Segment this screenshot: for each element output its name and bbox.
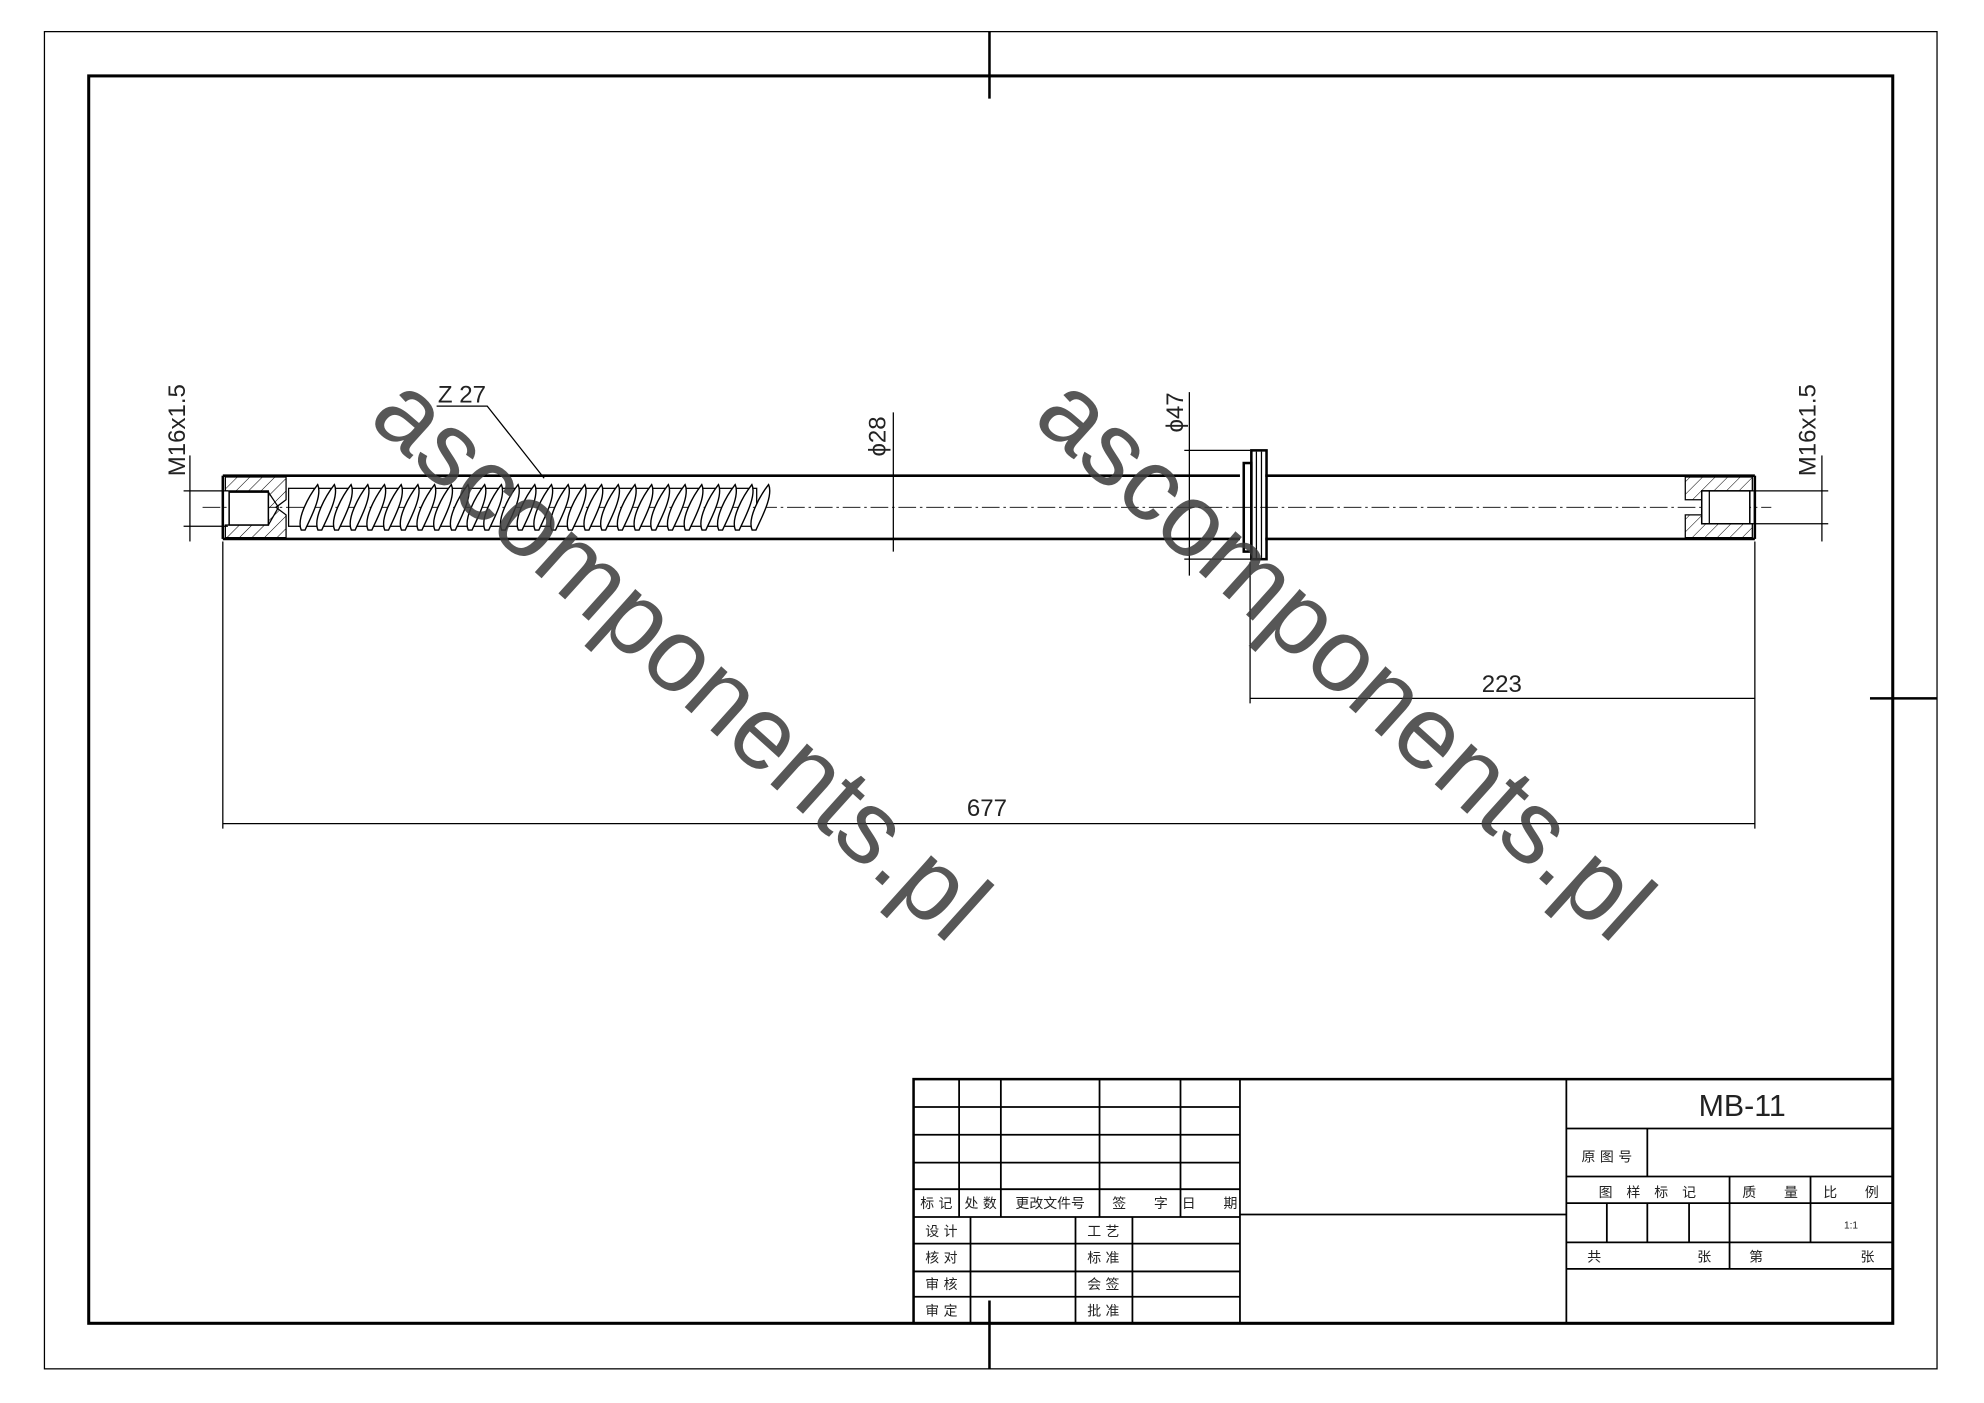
thread-tooth [549, 483, 571, 531]
header-mark: 标 记 [920, 1196, 952, 1212]
left-threaded-bore [224, 476, 287, 539]
thread-tooth [433, 483, 454, 531]
total-sheets-label: 共 [1587, 1249, 1601, 1265]
thread-tooth [750, 483, 771, 531]
role-design: 设 计 [925, 1224, 957, 1240]
thread-tooth [499, 483, 520, 531]
scale-header: 比 例 [1823, 1185, 1879, 1201]
thread-tooth [633, 483, 654, 531]
role-approve: 审 定 [925, 1304, 957, 1320]
dim-thread-left: M16x1.5 [164, 384, 191, 476]
thread-tooth [683, 483, 704, 531]
thread-tooth [666, 483, 687, 531]
flange [1242, 449, 1268, 561]
mass-header: 质 量 [1742, 1185, 1798, 1201]
thread-tooth [700, 483, 721, 531]
scale-value: 1:1 [1844, 1220, 1858, 1231]
dimensions [183, 392, 1829, 829]
dim-thread-right: M16x1.5 [1795, 384, 1822, 476]
outer-border [43, 30, 1938, 1370]
dim-diameter-shaft: ϕ28 [865, 416, 892, 456]
watermark: ascomponents.pl [352, 351, 1012, 962]
sheet-no-label: 第 [1749, 1248, 1763, 1265]
thread-tooth [349, 483, 370, 531]
original-drawing-no-label: 原 图 号 [1582, 1149, 1633, 1165]
thread-tooth [533, 483, 554, 531]
header-date: 日 期 [1182, 1196, 1238, 1212]
inner-frame [87, 74, 1895, 1325]
thread-tooth [716, 483, 737, 531]
thread-tooth [650, 483, 671, 531]
role-countersign: 会 签 [1087, 1276, 1119, 1293]
thread-tooth [316, 483, 337, 531]
header-signature: 签 字 [1112, 1195, 1168, 1212]
worm-label: Z 27 [438, 381, 486, 408]
thread-tooth [616, 483, 637, 531]
dim-diameter-flange: ϕ47 [1162, 392, 1189, 432]
thread-tooth [583, 483, 604, 531]
thread-tooth [382, 483, 404, 531]
thread-tooth [399, 483, 420, 531]
thread-tooth [332, 483, 353, 531]
thread-tooth [466, 483, 487, 531]
thread-tooth [733, 483, 754, 531]
thread-tooth [299, 483, 320, 531]
centering-marks [988, 31, 1938, 1369]
role-process: 工 艺 [1087, 1224, 1119, 1240]
sheets-label: 张 [1697, 1249, 1711, 1265]
thread-tooth [516, 483, 537, 531]
role-check: 核 对 [925, 1251, 957, 1267]
pattern-mark-header: 图 样 标 记 [1599, 1185, 1696, 1201]
role-review: 审 核 [925, 1277, 957, 1293]
part-number: MB-11 [1699, 1090, 1786, 1123]
thread-tooth [600, 483, 621, 531]
shaft [202, 449, 1772, 561]
dim-flange-to-end: 223 [1482, 671, 1522, 698]
sheets-label-2: 张 [1860, 1249, 1874, 1265]
header-count: 处 数 [964, 1196, 996, 1212]
thread-tooth [416, 483, 437, 531]
thread-tooth [566, 483, 587, 531]
watermark: ascomponents.pl [1016, 351, 1676, 962]
header-change-doc: 更改文件号 [1015, 1196, 1085, 1212]
title-block: 标 记 处 数 更改文件号 签 字 日 期 设 计 核 对 审 核 审 定 工 … [912, 1077, 1895, 1325]
thread-tooth [449, 483, 470, 531]
dim-overall-length: 677 [967, 795, 1007, 822]
role-ratify: 批 准 [1087, 1304, 1119, 1320]
role-standard: 标 准 [1087, 1251, 1119, 1267]
thread-tooth [483, 483, 504, 531]
right-threaded-bore [1684, 476, 1753, 539]
thread-tooth [366, 483, 387, 531]
worm-thread [287, 483, 771, 531]
